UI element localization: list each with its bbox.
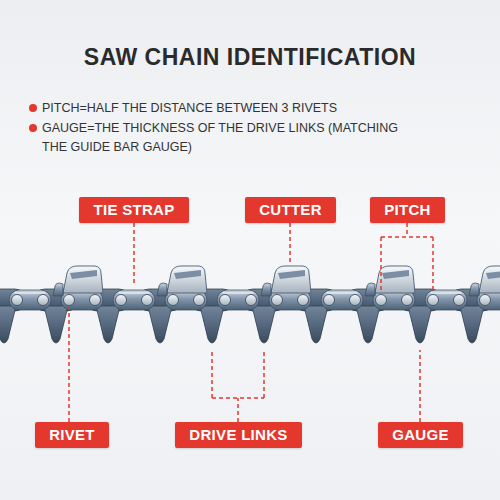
side-plate-layer [0, 266, 500, 310]
bullet-item: PITCH=HALF THE DISTANCE BETWEEN 3 RIVETS [42, 99, 482, 118]
bullet-text: GAUGE=THE THICKNESS OF THE DRIVE LINKS (… [42, 119, 414, 157]
part-label-box: CUTTER [245, 197, 336, 223]
part-label-box: RIVET [35, 422, 109, 448]
gauge-leader [419, 350, 421, 422]
part-label: RIVET [49, 422, 95, 448]
part-label: PITCH [384, 197, 431, 223]
diagram-title: SAW CHAIN IDENTIFICATION [0, 44, 500, 71]
part-label-box: DRIVE LINKS [175, 422, 302, 448]
bullet-text: PITCH=HALF THE DISTANCE BETWEEN 3 RIVETS [42, 99, 482, 118]
cutter-leader [289, 223, 291, 263]
leader-lines [69, 223, 433, 422]
tie-strap-leader [133, 223, 135, 286]
bullet-dot [29, 104, 37, 112]
bullet-dot [29, 124, 37, 132]
bullet-item: GAUGE=THE THICKNESS OF THE DRIVE LINKS (… [42, 119, 414, 157]
part-label-box: GAUGE [378, 422, 463, 448]
drive-link-layer [0, 289, 494, 343]
part-label: DRIVE LINKS [189, 422, 287, 448]
rivet-layer [0, 295, 500, 306]
part-label-box: TIE STRAP [79, 197, 189, 223]
rivet-leader [68, 308, 70, 422]
drive-links-bracket [212, 350, 264, 422]
part-label: TIE STRAP [93, 197, 174, 223]
part-label: GAUGE [392, 422, 449, 448]
part-label: CUTTER [259, 197, 322, 223]
pitch-bracket [381, 223, 433, 293]
part-label-box: PITCH [370, 197, 445, 223]
